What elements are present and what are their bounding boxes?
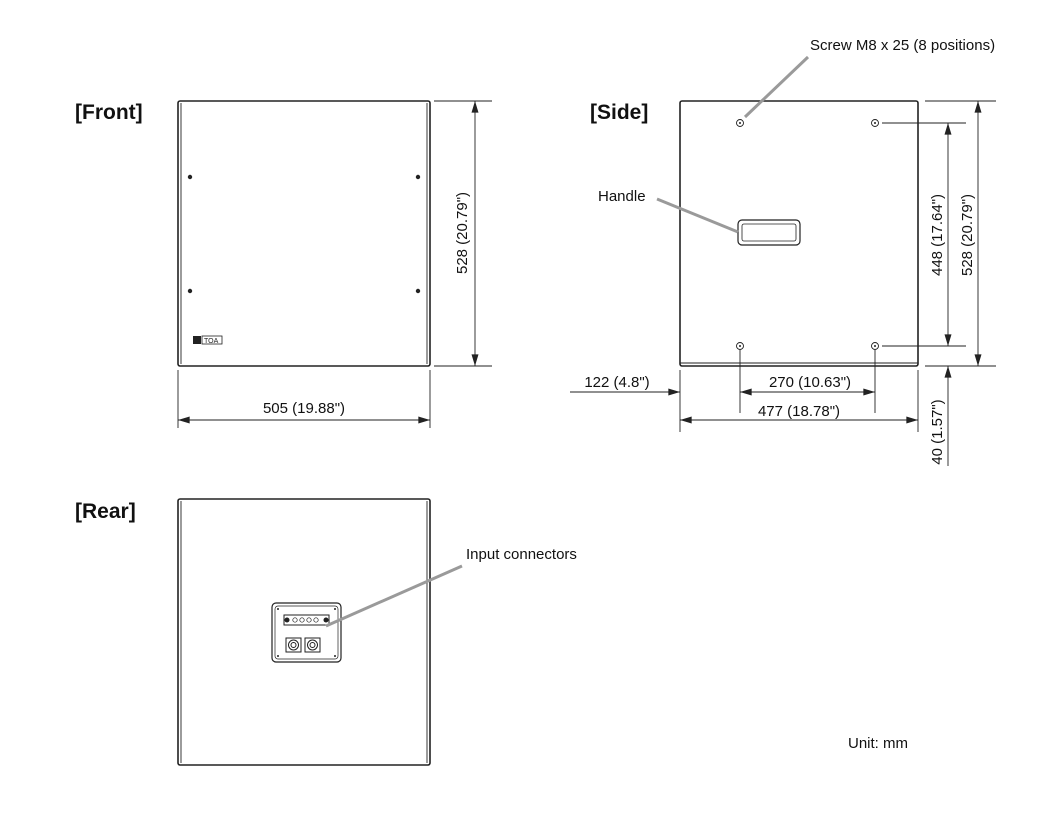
screw-label: Screw M8 x 25 (8 positions) [810,37,995,54]
svg-text:528 (20.79"): 528 (20.79") [959,194,976,276]
screw-leader [743,55,810,119]
svg-text:122 (4.8"): 122 (4.8") [584,374,649,391]
unit-label: Unit: mm [848,735,908,752]
svg-text:40 (1.57"): 40 (1.57") [929,399,946,464]
handle-label: Handle [598,188,646,205]
side-dimensions: 448 (17.64") 528 (20.79") 40 (1.57") 122… [570,100,996,466]
connector-leader [325,564,463,628]
input-connector-panel [271,602,342,663]
svg-text:270 (10.63"): 270 (10.63") [769,374,851,391]
rear-view-label: [Rear] [75,500,136,523]
side-view-label: [Side] [590,101,648,124]
toa-logo: TOA [193,335,223,345]
connector-label: Input connectors [466,546,577,563]
front-dimensions: 528 (20.79") 505 (19.88") [177,100,492,428]
svg-text:448 (17.64"): 448 (17.64") [929,194,946,276]
screw-dot [187,288,193,294]
svg-text:TOA: TOA [204,338,219,345]
screw-dot [415,174,421,180]
front-view: TOA [177,100,431,367]
svg-text:477 (18.78"): 477 (18.78") [758,403,840,420]
svg-text:505 (19.88"): 505 (19.88") [263,400,345,417]
handle [737,219,801,246]
screw-dot [415,288,421,294]
screw-dot [187,174,193,180]
rear-view [177,498,431,766]
front-view-label: [Front] [75,101,143,124]
handle-leader [656,197,739,234]
side-view [679,100,919,367]
svg-text:528 (20.79"): 528 (20.79") [454,192,471,274]
